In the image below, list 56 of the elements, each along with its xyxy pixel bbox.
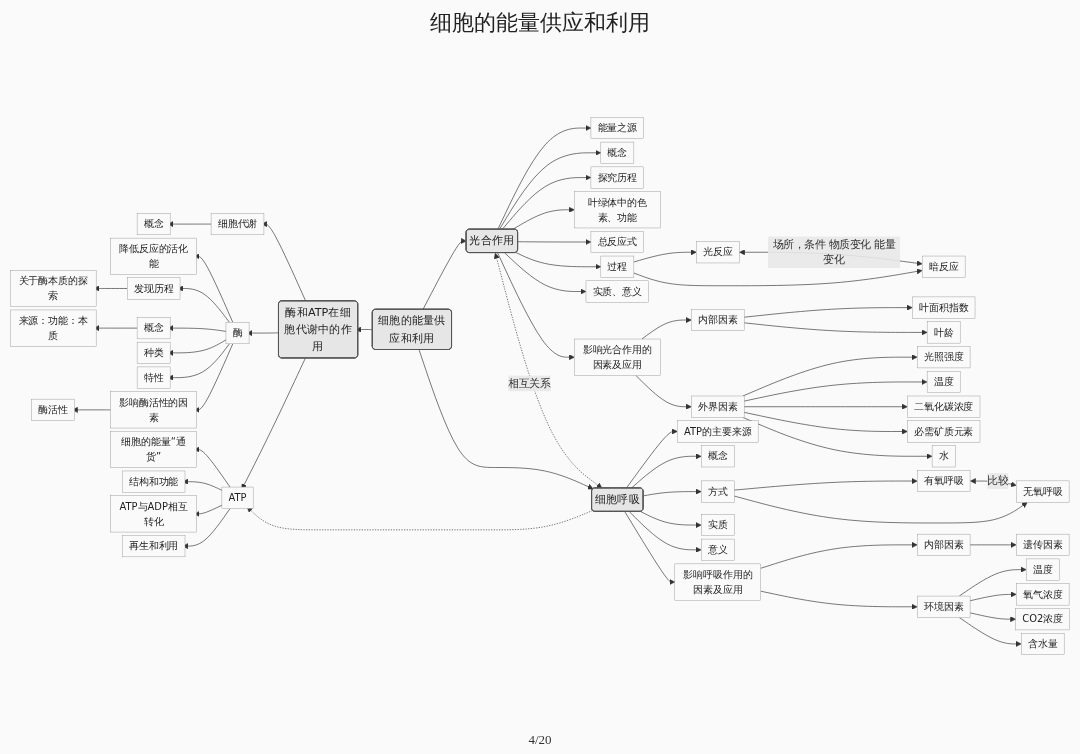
node-box: 酶	[225, 322, 250, 344]
node-box: 意义	[701, 538, 735, 561]
node-box: 含水量	[1021, 633, 1065, 655]
node-box: 来源：功能：本质	[10, 309, 97, 347]
node-box: 关于酶本质的探索	[10, 270, 97, 307]
node-box: 光反应	[696, 241, 740, 264]
node-box: 酶活性	[31, 398, 75, 421]
node-box: 总反应式	[590, 231, 644, 253]
edge-label: 比较	[987, 474, 1009, 487]
node-box: 再生和利用	[122, 535, 186, 558]
edge-label: 场所，条件 物质变化 能量变化	[772, 237, 896, 267]
node-box: 必需矿质元素	[907, 420, 981, 443]
node-box: 温度	[926, 371, 961, 393]
node-box: 细胞的能量“通货”	[110, 431, 197, 468]
node-box: 过程	[600, 255, 635, 278]
node-box: 实质	[701, 514, 735, 536]
node-box: 内部因素	[917, 533, 971, 556]
node-box: 特性	[136, 366, 171, 389]
node-box: 降低反应的活化能	[110, 237, 197, 275]
node-box: 遗传因素	[1016, 533, 1070, 556]
node-box: 无氧呼吸	[1016, 480, 1070, 503]
node-box: 概念	[701, 445, 735, 468]
node-box: 影响光合作用的因素及应用	[574, 338, 661, 376]
node-box: 光照强度	[917, 346, 971, 369]
edge-label: 相互关系	[508, 376, 551, 390]
node-box: ATP与ADP相互转化	[110, 495, 197, 533]
node-box: 暗反应	[922, 255, 966, 278]
node-box: ATP	[221, 486, 254, 509]
node-box: 叶面积指数	[912, 296, 976, 319]
node-box: 温度	[1026, 558, 1060, 581]
node-box: 氧气浓度	[1016, 583, 1070, 606]
node-box: 外界因素	[691, 395, 745, 418]
node-box: 影响酶活性的因素	[110, 391, 197, 429]
node-box: 概念	[600, 141, 635, 164]
node-box: 影响呼吸作用的因素及应用	[674, 563, 761, 601]
node-box: CO2浓度	[1015, 608, 1070, 631]
node-box: 概念	[136, 317, 171, 340]
node-box: 有氧呼吸	[917, 470, 971, 492]
node-box: ATP的主要来源	[677, 420, 759, 443]
diagram-title: 细胞的能量供应和利用	[430, 9, 650, 37]
node-box: 能量之源	[590, 117, 644, 139]
node-box: 概念	[136, 213, 171, 235]
node-box: 结构和功能	[122, 470, 186, 493]
node-box: 探究历程	[590, 166, 644, 189]
node-box: 水	[931, 445, 956, 468]
node-box: 方式	[701, 480, 735, 503]
node-box: 环境因素	[917, 595, 971, 618]
page-number: 4/20	[528, 732, 552, 747]
node-box: 实质、意义	[585, 280, 649, 303]
node-box: 叶绿体中的色素、功能	[574, 191, 661, 229]
node-box: 种类	[136, 341, 171, 364]
node-box: 发现历程	[127, 277, 181, 300]
node-box: 内部因素	[691, 309, 745, 331]
node-box: 细胞代谢	[210, 213, 265, 235]
node-box: 二氧化碳浓度	[907, 395, 981, 418]
node-box: 叶龄	[926, 321, 961, 344]
